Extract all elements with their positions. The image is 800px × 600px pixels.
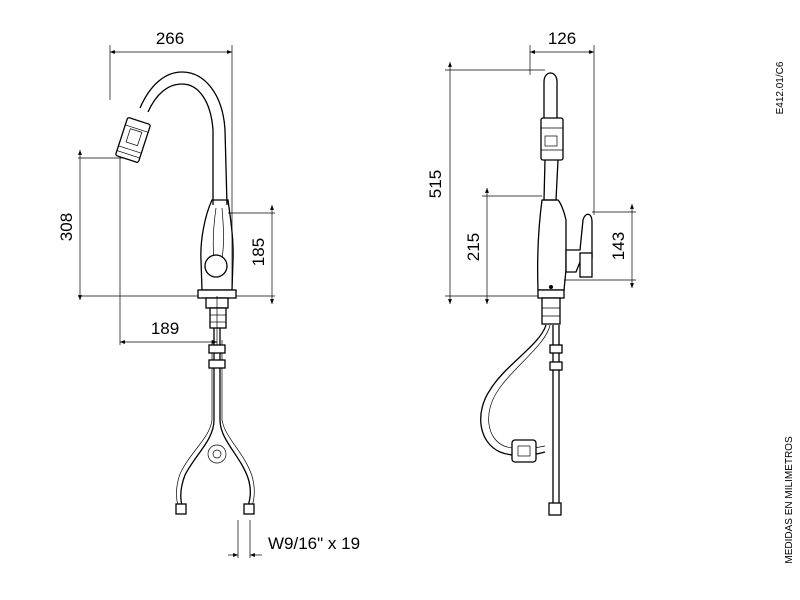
dim-front-width: 266 — [156, 29, 184, 48]
front-view-faucet — [115, 71, 255, 515]
drawing-code: E412.01/C6 — [775, 61, 786, 114]
side-view-dimensions — [445, 45, 636, 304]
spray-head-side — [540, 117, 564, 161]
front-view-dimensions — [78, 45, 275, 558]
dim-front-handle-height: 185 — [249, 238, 268, 266]
side-view-faucet — [480, 72, 593, 516]
dim-front-spout-height: 308 — [57, 213, 76, 241]
dim-side-total-height: 515 — [426, 170, 445, 198]
units-note: MEDIDAS EN MILIMETROS — [784, 436, 795, 564]
dim-side-handle-height: 143 — [609, 232, 628, 260]
hose-weight — [511, 439, 537, 463]
dim-side-width: 126 — [548, 29, 576, 48]
dim-side-body-height: 215 — [464, 233, 483, 261]
spray-head — [115, 117, 151, 163]
dim-front-reach: 189 — [151, 319, 179, 338]
dim-connection: W9/16" x 19 — [268, 534, 360, 553]
